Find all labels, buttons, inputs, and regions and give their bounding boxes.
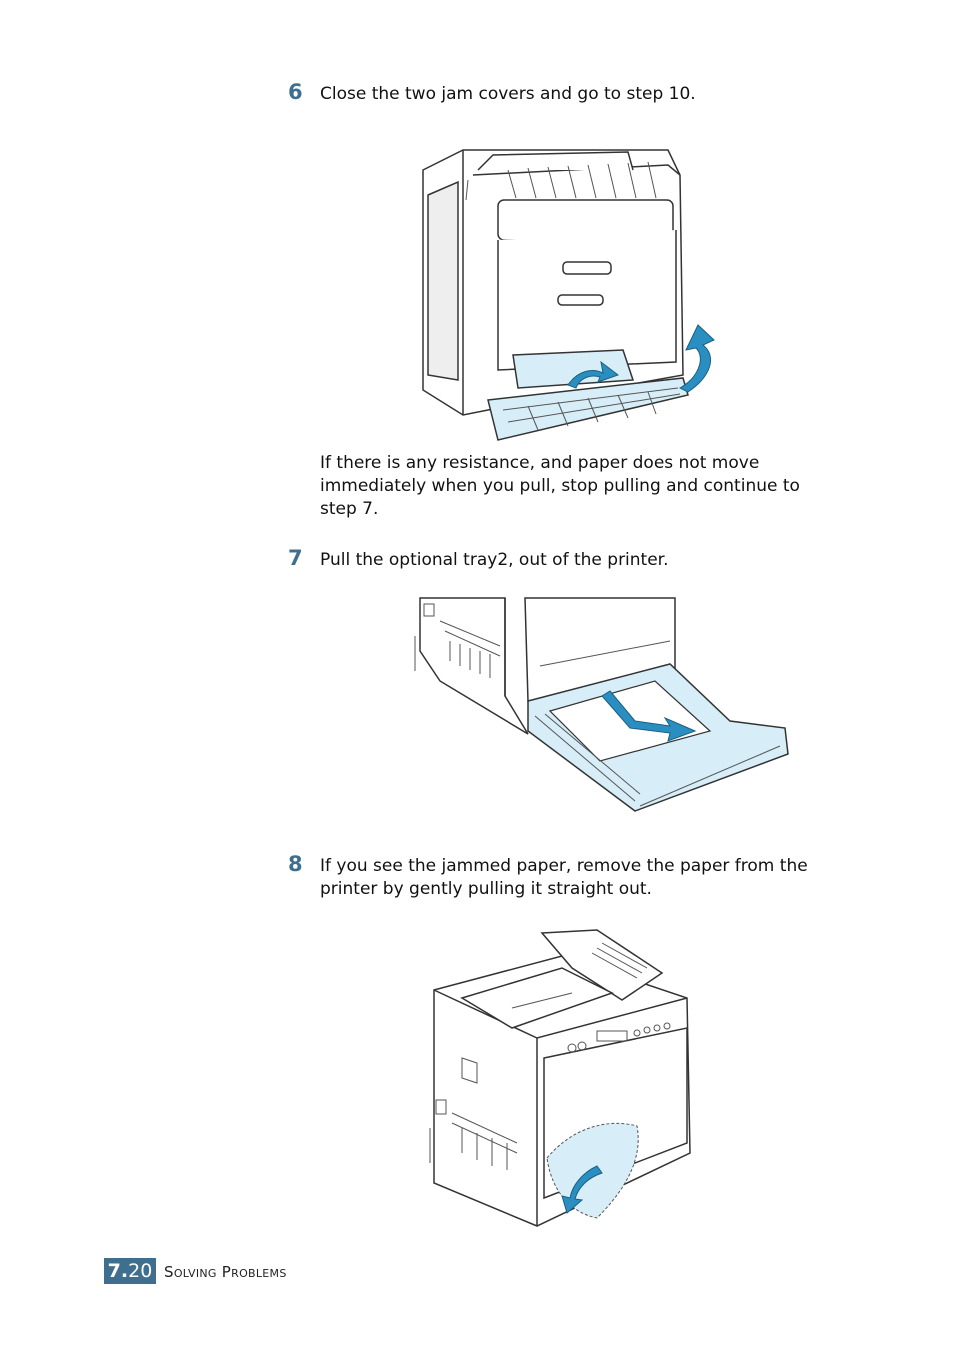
jammed-paper-removal-illustration xyxy=(429,929,691,1227)
step-8-text: If you see the jammed paper, remove the … xyxy=(320,856,808,899)
step-number-7: 7 xyxy=(288,546,303,570)
step-number-6: 6 xyxy=(288,80,303,104)
step-number-8: 8 xyxy=(288,852,303,876)
tray2-pull-illustration xyxy=(414,597,789,812)
chapter-number: 7. xyxy=(107,1260,129,1282)
page-number: 20 xyxy=(128,1260,153,1282)
page-number-badge: 7.20 xyxy=(104,1258,156,1284)
printer-jam-cover-illustration xyxy=(422,149,715,441)
chapter-title: Solving Problems xyxy=(164,1263,287,1281)
resistance-note: If there is any resistance, and paper do… xyxy=(320,453,800,519)
step-6-text: Close the two jam covers and go to step … xyxy=(320,84,696,104)
step-7-text: Pull the optional tray2, out of the prin… xyxy=(320,550,669,570)
